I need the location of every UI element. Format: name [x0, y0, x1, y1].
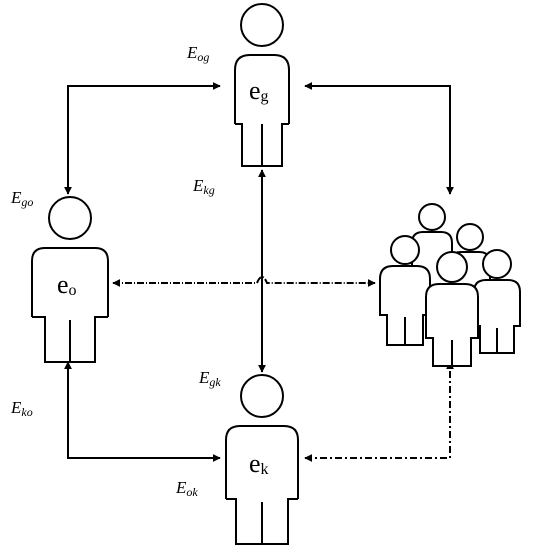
edge-label-sub: ko: [21, 405, 33, 419]
edge-label-main: E: [193, 176, 204, 195]
edge-label-ekg: Ekg: [193, 177, 215, 196]
edge-k-crowd: [304, 361, 454, 462]
edge-label-main: E: [199, 368, 210, 387]
node-label-sub: o: [68, 282, 77, 299]
edge-label-ego: Ego: [11, 189, 33, 208]
edge-o-g: [64, 82, 221, 195]
person-icon: [225, 374, 299, 545]
edge-label-sub: gk: [209, 375, 221, 389]
edge-g-crowd: [304, 82, 454, 195]
edge-label-main: E: [176, 478, 187, 497]
edge-label-eok: Eok: [176, 479, 198, 498]
node-label-sub: g: [260, 88, 269, 105]
crowd-icon: [379, 203, 521, 367]
person-icon: [234, 3, 290, 167]
node-label-main: e: [249, 76, 261, 105]
edge-label-egk: Egk: [199, 369, 221, 388]
edge-label-eog: Eog: [187, 44, 209, 63]
node-label-eg: eg: [249, 78, 269, 105]
node-label-sub: k: [260, 461, 269, 478]
node-label-eo: eo: [57, 272, 77, 299]
edge-label-sub: go: [21, 195, 34, 209]
person-icon: [31, 196, 109, 363]
edge-label-sub: ok: [186, 485, 198, 499]
node-label-main: e: [57, 270, 69, 299]
node-label-main: e: [249, 449, 261, 478]
edge-label-sub: og: [197, 50, 210, 64]
node-label-ek: ek: [249, 451, 269, 478]
edge-label-eko: Eko: [11, 399, 33, 418]
edge-label-main: E: [187, 43, 198, 62]
edge-label-sub: kg: [203, 183, 215, 197]
edge-label-main: E: [11, 398, 22, 417]
edge-o-crowd: [112, 276, 376, 287]
edge-label-main: E: [11, 188, 22, 207]
connectors: [64, 82, 454, 462]
edge-o-k: [64, 361, 221, 462]
